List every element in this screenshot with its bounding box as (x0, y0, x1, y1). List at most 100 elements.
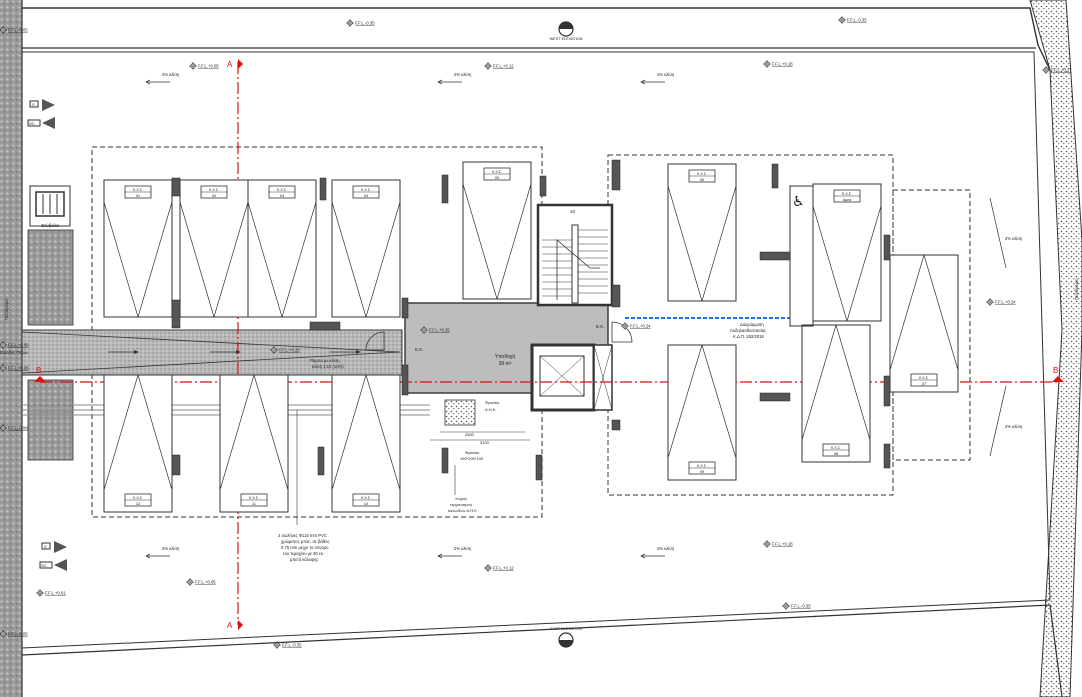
elevation-label: F.F.L.+0.05 (198, 64, 219, 69)
left-road-strip (0, 0, 22, 697)
svg-text:Χώρος: Χώρος (455, 496, 467, 501)
ffl-far-left-mid: F.F.L.-0.08 (0, 424, 28, 432)
stair-core: 10 (536, 203, 614, 307)
svg-text:2 σωλήνες Φ110 mm PVC: 2 σωλήνες Φ110 mm PVC (278, 533, 327, 538)
parking-prefix: K.X.Σ. (831, 446, 841, 450)
ffl-row1-a: F.F.L.+0.05 (189, 62, 219, 70)
slope-6: 2% κλίση (640, 546, 675, 559)
elevator-shaft (530, 343, 613, 412)
lobby-area-value: 39 m² (499, 361, 512, 367)
ffl-row1-b: F.F.L.+0.12 (484, 62, 514, 70)
ffl-left-bottom: F.F.L.+0.01 (36, 589, 66, 597)
svg-text:A: A (227, 60, 233, 69)
parking-number: 03 (280, 194, 284, 198)
slope-label: 2% κλίση (162, 72, 180, 77)
parking-number: 05 (495, 176, 499, 180)
parking-number: 07 (922, 382, 926, 386)
parking-space-top-1: K.X.Σ.01 (103, 179, 173, 318)
right-sidewalk (1029, 0, 1082, 697)
parking-number: 10 (364, 502, 368, 506)
slope-4: 2% κλίση (145, 546, 180, 559)
ffl-right-top: F.F.L.+0.27 (1042, 66, 1072, 74)
structural-column (171, 177, 181, 197)
parking-prefix: K.X.Σ. (249, 496, 259, 500)
elevation-label: F.F.L.+0.27 (1051, 68, 1072, 73)
parking-space-middle-top: K.X.Σ.05 (462, 161, 532, 300)
accessible-parking-icon: ♿ (792, 193, 805, 209)
structural-column (883, 375, 891, 407)
svg-text:S: S (32, 102, 35, 107)
ffl-bottom-left: F.F.L.-0.35 (273, 641, 302, 649)
east-elevation-marker: EAST ELEVATION (550, 627, 582, 648)
structural-column (319, 177, 327, 201)
ffl-lobby: F.F.L.+0.25 (420, 326, 450, 334)
parking-space-bottom-1: K.X.Σ. 12 (103, 374, 173, 513)
structural-column (535, 454, 543, 481)
parking-prefix: K.X.Σ. (919, 376, 929, 380)
slope-5: 2% κλίση (437, 546, 472, 559)
svg-text:E.K.: E.K. (415, 347, 424, 352)
slope-3: 2% κλίση (640, 72, 675, 85)
svg-text:Ράμπα με κλίση: Ράμπα με κλίση (310, 358, 340, 363)
parking-space-top-2: K.X.Σ.02 (179, 179, 249, 318)
ffl-top-left: F.F.L.-0.35 (346, 19, 375, 27)
sidewalk-label-left: Πεζοδρόμιο (4, 298, 9, 320)
parking-number: 12 (136, 502, 140, 506)
parking-space-accessible: K.X.Σ.Αμεα (812, 183, 882, 322)
elevation-label: F.F.L.+0.05 (8, 366, 29, 371)
parking-number: 08 (834, 452, 838, 456)
parking-space-right-top: K.X.Σ.06 (667, 163, 737, 302)
ffl-row1-c: F.F.L.+0.18 (763, 60, 793, 68)
elevation-label: F.F.L.+0.24 (630, 324, 651, 329)
parking-space-bottom-3: K.X.Σ.10 (331, 374, 401, 513)
elevation-label: F.F.L.+0.25 (429, 328, 450, 333)
elevation-label: F.F.L.-0.05 (8, 632, 28, 637)
parking-prefix: K.X.Σ. (277, 188, 287, 192)
elevation-label: F.F.L.+0.12 (493, 566, 514, 571)
slope-label: 2% κλίση (454, 72, 472, 77)
svg-text:3100: 3100 (480, 440, 490, 445)
svg-text:B: B (36, 366, 41, 375)
svg-text:150*100*100: 150*100*100 (460, 456, 484, 461)
elevation-label: F.F.L.+0.05 (8, 343, 29, 348)
elevation-label: F.F.L.-0.35 (282, 643, 302, 648)
parking-prefix: K.X.Σ. (209, 188, 219, 192)
elevation-label: F.F.L.+0.12 (493, 64, 514, 69)
structural-column (611, 159, 621, 191)
elevation-label: F.F.L.+0.01 (45, 591, 66, 596)
parking-space-top-4: K.X.Σ.04 (331, 179, 401, 318)
legend-bottom: S SC (39, 541, 67, 571)
parking-space-bottom-2: K.X.Σ.11 (219, 374, 289, 513)
lobby-name: Υποδοχή (495, 353, 516, 360)
structural-column (401, 364, 409, 396)
structural-column (771, 163, 779, 189)
svg-text:ποδηλασθοστασίας: ποδηλασθοστασίας (730, 328, 766, 333)
parking-prefix: K.X.Σ. (133, 188, 143, 192)
ffl-row2-a: F.F.L.+0.05 (186, 578, 216, 586)
ffl-row2-b: F.F.L.+0.12 (484, 564, 514, 572)
legend-top: S SC (27, 99, 55, 129)
svg-text:2500: 2500 (465, 432, 475, 437)
svg-text:0.75 mm μέχρι το σύνορο: 0.75 mm μέχρι το σύνορο (281, 545, 329, 550)
structural-column (441, 447, 449, 474)
structural-column (171, 454, 181, 476)
parking-prefix: K.X.Σ. (842, 192, 852, 196)
svg-text:B: B (1053, 366, 1058, 375)
svg-text:EAST ELEVATION: EAST ELEVATION (550, 627, 582, 631)
slope-label: 2% κλίση (1005, 424, 1023, 429)
svg-text:Φρεάτιο: Φρεάτιο (465, 450, 480, 455)
svg-text:SC: SC (29, 121, 35, 126)
structural-column (883, 234, 891, 261)
svg-text:Είσοδος Πεζών: Είσοδος Πεζών (0, 350, 28, 355)
svg-text:A: A (227, 621, 233, 630)
parking-prefix: K.X.Σ. (361, 188, 371, 192)
svg-text:χρώματος μπλε, σε βάθος: χρώματος μπλε, σε βάθος (281, 539, 330, 544)
structural-column (539, 175, 547, 197)
svg-text:Κ.Δ.Π. 262/2018: Κ.Δ.Π. 262/2018 (733, 334, 764, 339)
slope-2: 2% κλίση (437, 72, 472, 85)
sidewalk-label: Πεζοδρόμιο (1074, 278, 1079, 300)
elevation-label: F.F.L.-0.05 (8, 28, 28, 33)
parking-prefix: K.X.Σ. (133, 496, 143, 500)
structural-column (441, 174, 449, 204)
